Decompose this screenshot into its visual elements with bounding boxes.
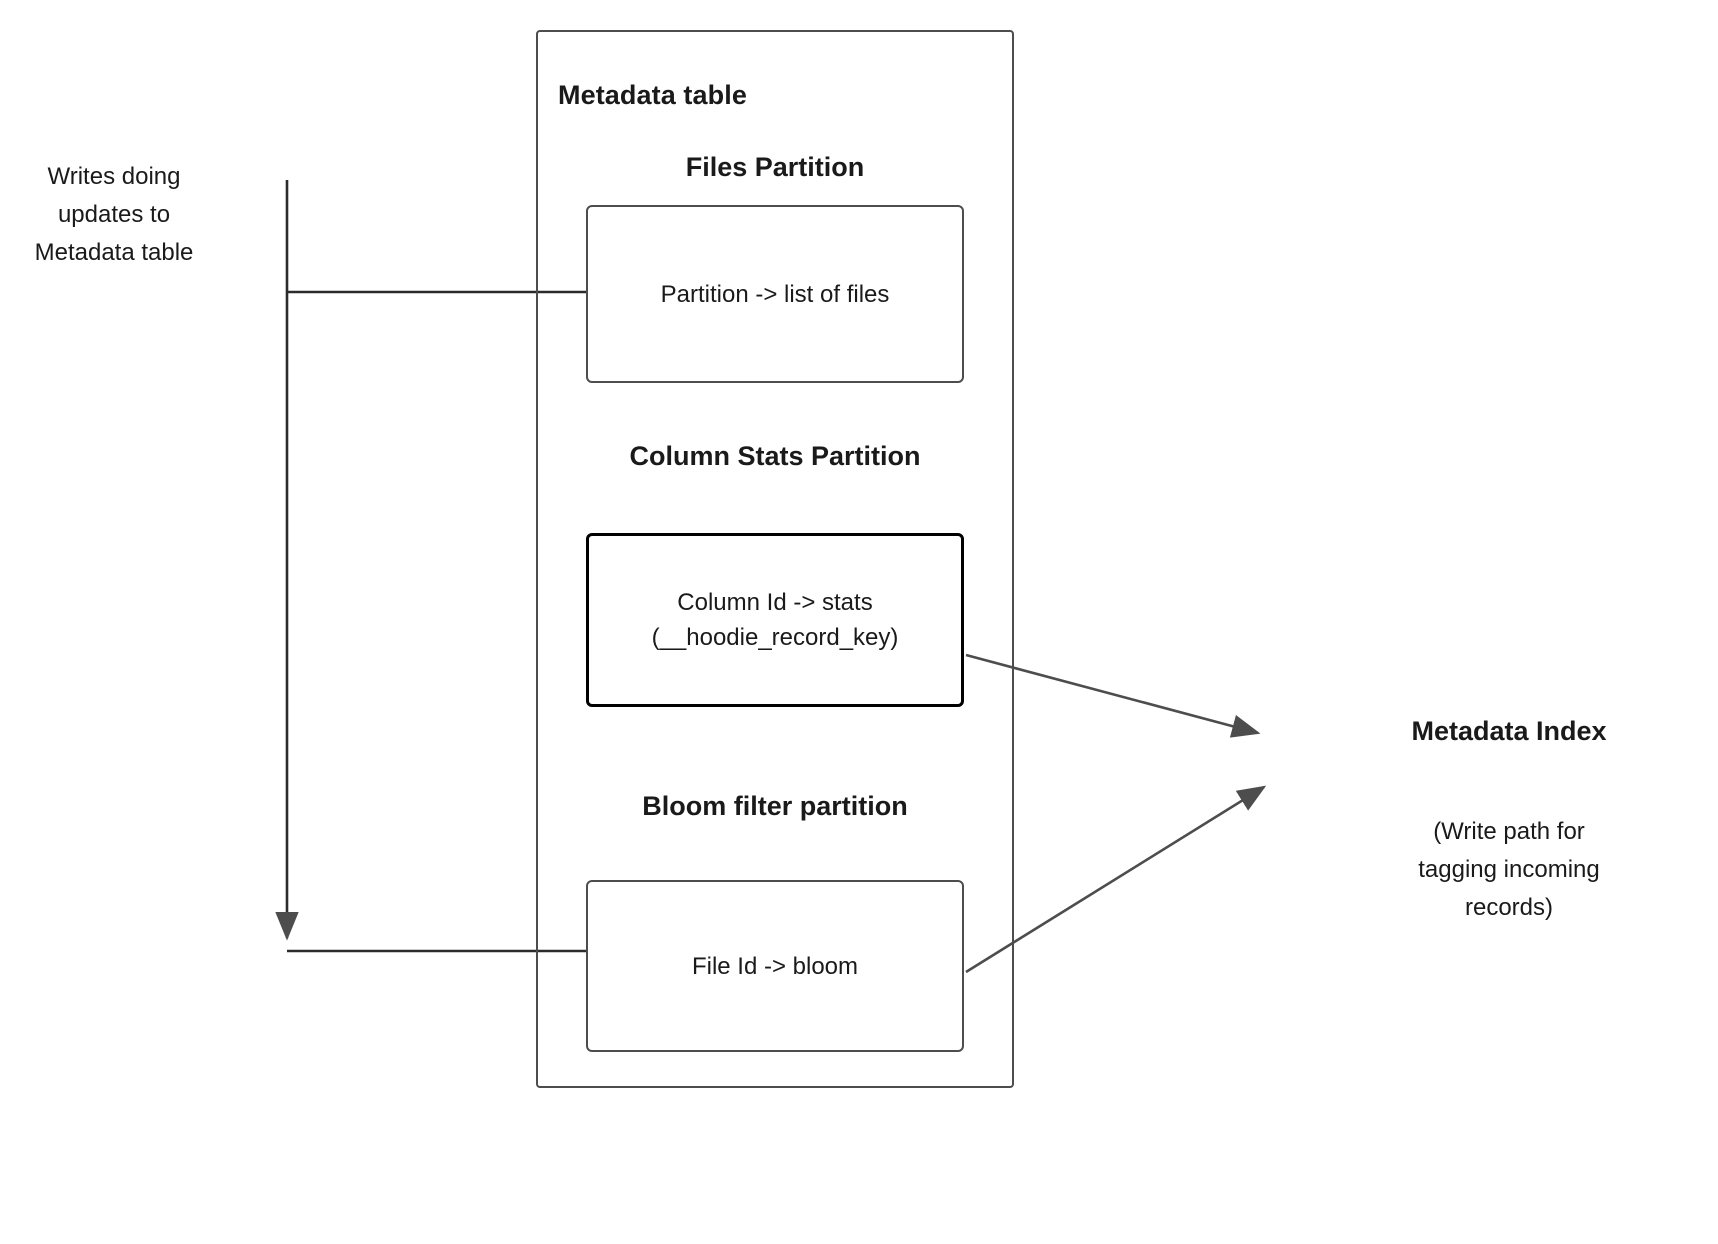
bloom-filter-partition-box: File Id -> bloom <box>586 880 964 1052</box>
column-stats-partition-box: Column Id -> stats (__hoodie_record_key) <box>586 533 964 707</box>
column-stats-partition-box-text: Column Id -> stats (__hoodie_record_key) <box>651 589 899 651</box>
metadata-table-container <box>536 30 1014 1088</box>
column-stats-partition-heading: Column Stats Partition <box>629 441 921 471</box>
writes-note-label: Writes doing updates to Metadata table <box>34 163 194 266</box>
files-partition-box-text: Partition -> list of files <box>660 280 890 308</box>
metadata-index-caption: (Write path for tagging incoming records… <box>1418 818 1600 921</box>
metadata-table-title: Metadata table <box>558 80 747 110</box>
files-partition-box: Partition -> list of files <box>586 205 964 383</box>
files-partition-heading: Files Partition <box>685 152 865 182</box>
bloom-filter-partition-box-text: File Id -> bloom <box>691 952 859 980</box>
bloom-filter-partition-heading: Bloom filter partition <box>642 791 908 821</box>
metadata-index-title: Metadata Index <box>1411 716 1607 746</box>
